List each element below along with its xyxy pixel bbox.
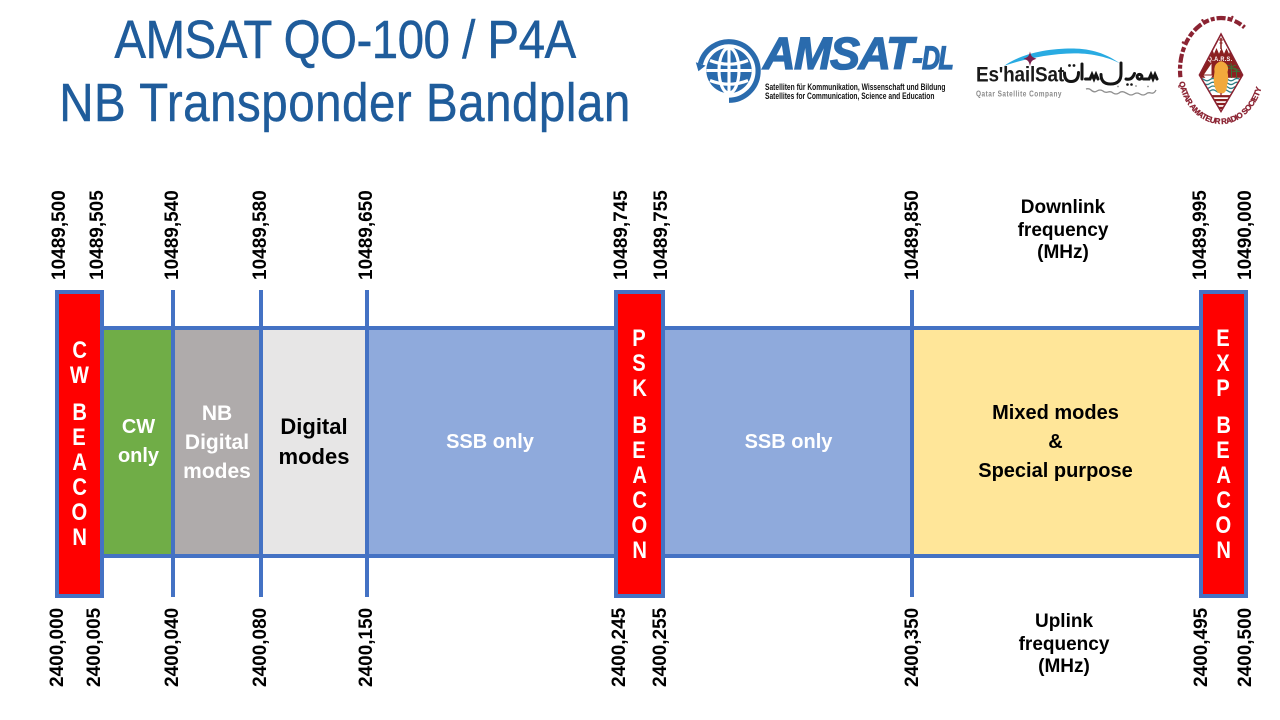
- svg-text:Qatar Satellite Company: Qatar Satellite Company: [976, 90, 1062, 99]
- svg-text:Es'hailSat: Es'hailSat: [976, 64, 1064, 87]
- svg-text:Q.A.R.S.: Q.A.R.S.: [1208, 57, 1233, 63]
